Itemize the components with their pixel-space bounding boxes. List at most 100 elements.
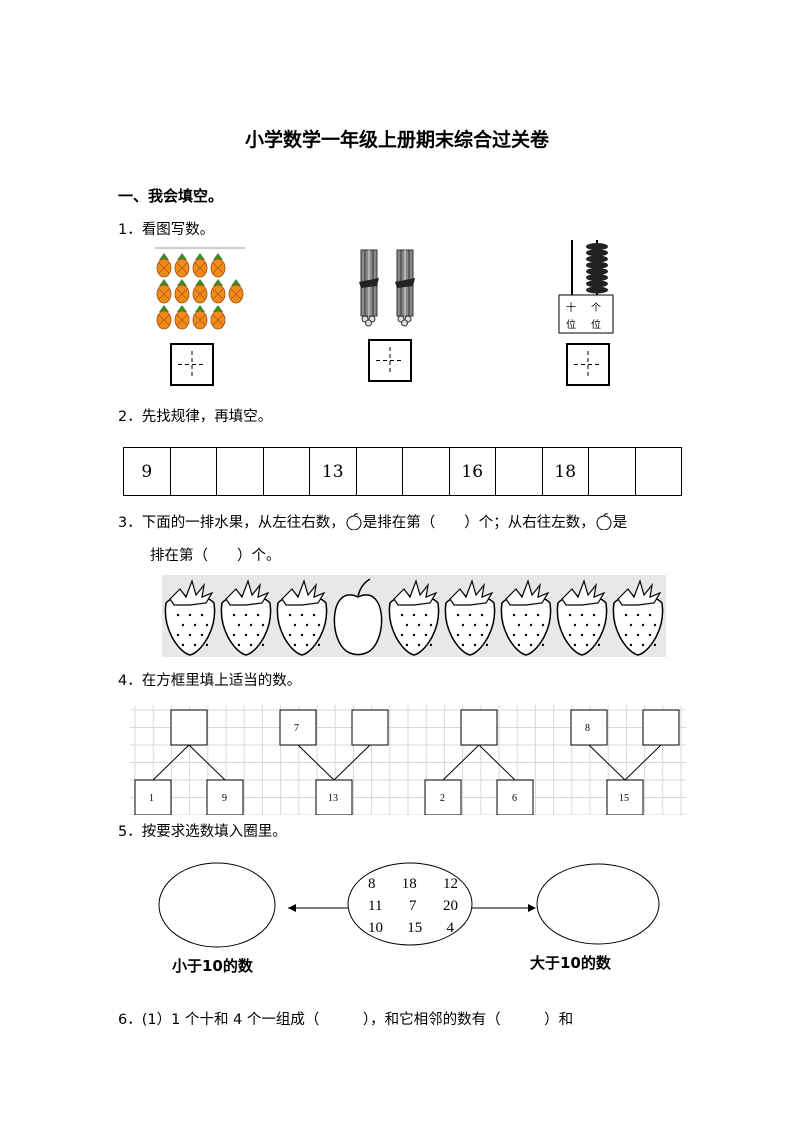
bond-box-bottom [315,779,353,815]
pool-number: 10 [368,920,383,936]
q3-text-a: 3．下面的一排水果，从左往右数， [118,515,345,531]
pattern-sequence-table: 9 13 16 18 [123,447,682,496]
question-6-text: 6．(1）1 个十和 4 个一组成（ ），和它相邻的数有（ ）和 [118,1012,574,1028]
pineapple-icon [192,253,208,278]
bond-box-top[interactable] [460,709,498,746]
sequence-cell[interactable] [216,447,264,496]
abacus-bead [586,274,608,282]
number-pool: 8 18 12 11 7 20 10 15 4 [368,876,458,942]
ones-place-label-2: 位 [591,320,601,331]
q3-text-b: 是排在第（ ）个；从右往左数， [362,515,595,531]
pineapple-icon [156,305,172,330]
question-4-label: 4．在方框里填上适当的数。 [118,673,302,689]
bond-box-top [279,709,317,746]
sequence-cell[interactable] [262,447,310,496]
strawberry-icon [556,579,608,656]
pineapple-icon [210,253,226,278]
sequence-cell[interactable] [355,447,403,496]
bond-box-top[interactable] [170,709,208,746]
sequence-cell[interactable] [169,447,217,496]
pineapple-icon [192,279,208,304]
arrow-left-icon [288,904,296,912]
sequence-cell[interactable] [588,447,636,496]
bond-number: 9 [222,793,227,804]
pineapple-icon [156,253,172,278]
abacus-bead [586,280,608,288]
greater-than-10-label: 大于10的数 [530,954,611,972]
pool-number: 20 [442,898,458,914]
bond-number: 13 [328,793,338,804]
abacus: 十 位 个 位 [558,240,614,334]
bond-box-top[interactable] [351,709,389,746]
fruit-row-picture [162,575,666,657]
sequence-cell[interactable] [495,447,543,496]
bond-number: 8 [585,723,590,734]
q3-text-c: 是 [612,515,628,531]
answer-box-abacus[interactable] [566,343,610,386]
bond-number: 15 [619,793,629,804]
answer-box-sticks[interactable] [368,339,412,382]
sequence-cell: 9 [123,447,171,496]
abacus-bead [586,261,608,269]
pineapple-icon [228,279,244,304]
pool-number: 8 [368,876,376,892]
number-bond-diagram: 1 9 7 13 2 6 8 15 [130,705,686,815]
strawberry-icon [276,579,328,656]
sequence-cell[interactable] [634,447,682,496]
answer-box-pineapples[interactable] [170,343,214,386]
bond-number: 1 [149,793,154,804]
pool-number: 18 [401,876,417,892]
sequence-cell[interactable] [402,447,450,496]
pool-number: 11 [368,898,383,914]
bundled-sticks-picture [359,249,415,327]
number-sort-diagram [158,862,660,948]
pineapple-icon [210,279,226,304]
pineapple-icon [174,253,190,278]
bond-number: 7 [294,723,299,734]
question-3-line-1: 3．下面的一排水果，从左往右数， 是排在第（ ）个；从右往左数， 是 [118,511,627,532]
stick-bundle [395,249,415,327]
bond-box-top[interactable] [642,709,680,746]
question-1-label: 1．看图写数。 [118,222,215,238]
section-heading: 一、我会填空。 [118,187,224,205]
pool-number: 15 [407,920,423,936]
page-title: 小学数学一年级上册期末综合过关卷 [244,129,549,151]
abacus-bead [586,286,608,294]
apple-icon [596,513,612,531]
bond-box-bottom [206,779,244,815]
pool-number: 4 [446,920,455,936]
strawberry-icon [500,579,552,656]
question-2-label: 2．先找规律，再填空。 [118,409,273,425]
strawberry-icon [444,579,496,656]
bond-number: 6 [512,793,517,804]
abacus-bead [586,243,608,251]
tens-place-label-2: 位 [566,320,576,331]
abacus-bead [586,255,608,263]
pineapple-icon [156,279,172,304]
arrow-right-icon [528,904,536,912]
pineapple-icon [174,305,190,330]
question-3-line-2: 排在第（ ）个。 [150,548,281,564]
greater-than-10-circle[interactable] [536,863,660,945]
stick-bundle [359,249,379,327]
strawberry-icon [612,579,664,656]
number-pool-circle [347,862,473,946]
apple-icon [346,513,362,531]
pineapple-icon [210,305,226,330]
sequence-cell: 18 [541,447,589,496]
strawberry-icon [220,579,272,656]
strawberry-icon [164,579,216,656]
bond-box-bottom [424,779,462,815]
tens-place-label: 十 [566,303,576,314]
less-than-10-label: 小于10的数 [172,957,253,975]
bond-box-bottom [606,779,644,815]
apple-icon [333,578,383,656]
pool-number: 7 [408,898,417,914]
pool-number: 12 [443,876,458,892]
strawberry-icon [388,579,440,656]
abacus-bead [586,267,608,275]
less-than-10-circle[interactable] [158,862,276,948]
abacus-bead [586,249,608,257]
bond-box-top [570,709,608,746]
pineapple-icon [174,279,190,304]
